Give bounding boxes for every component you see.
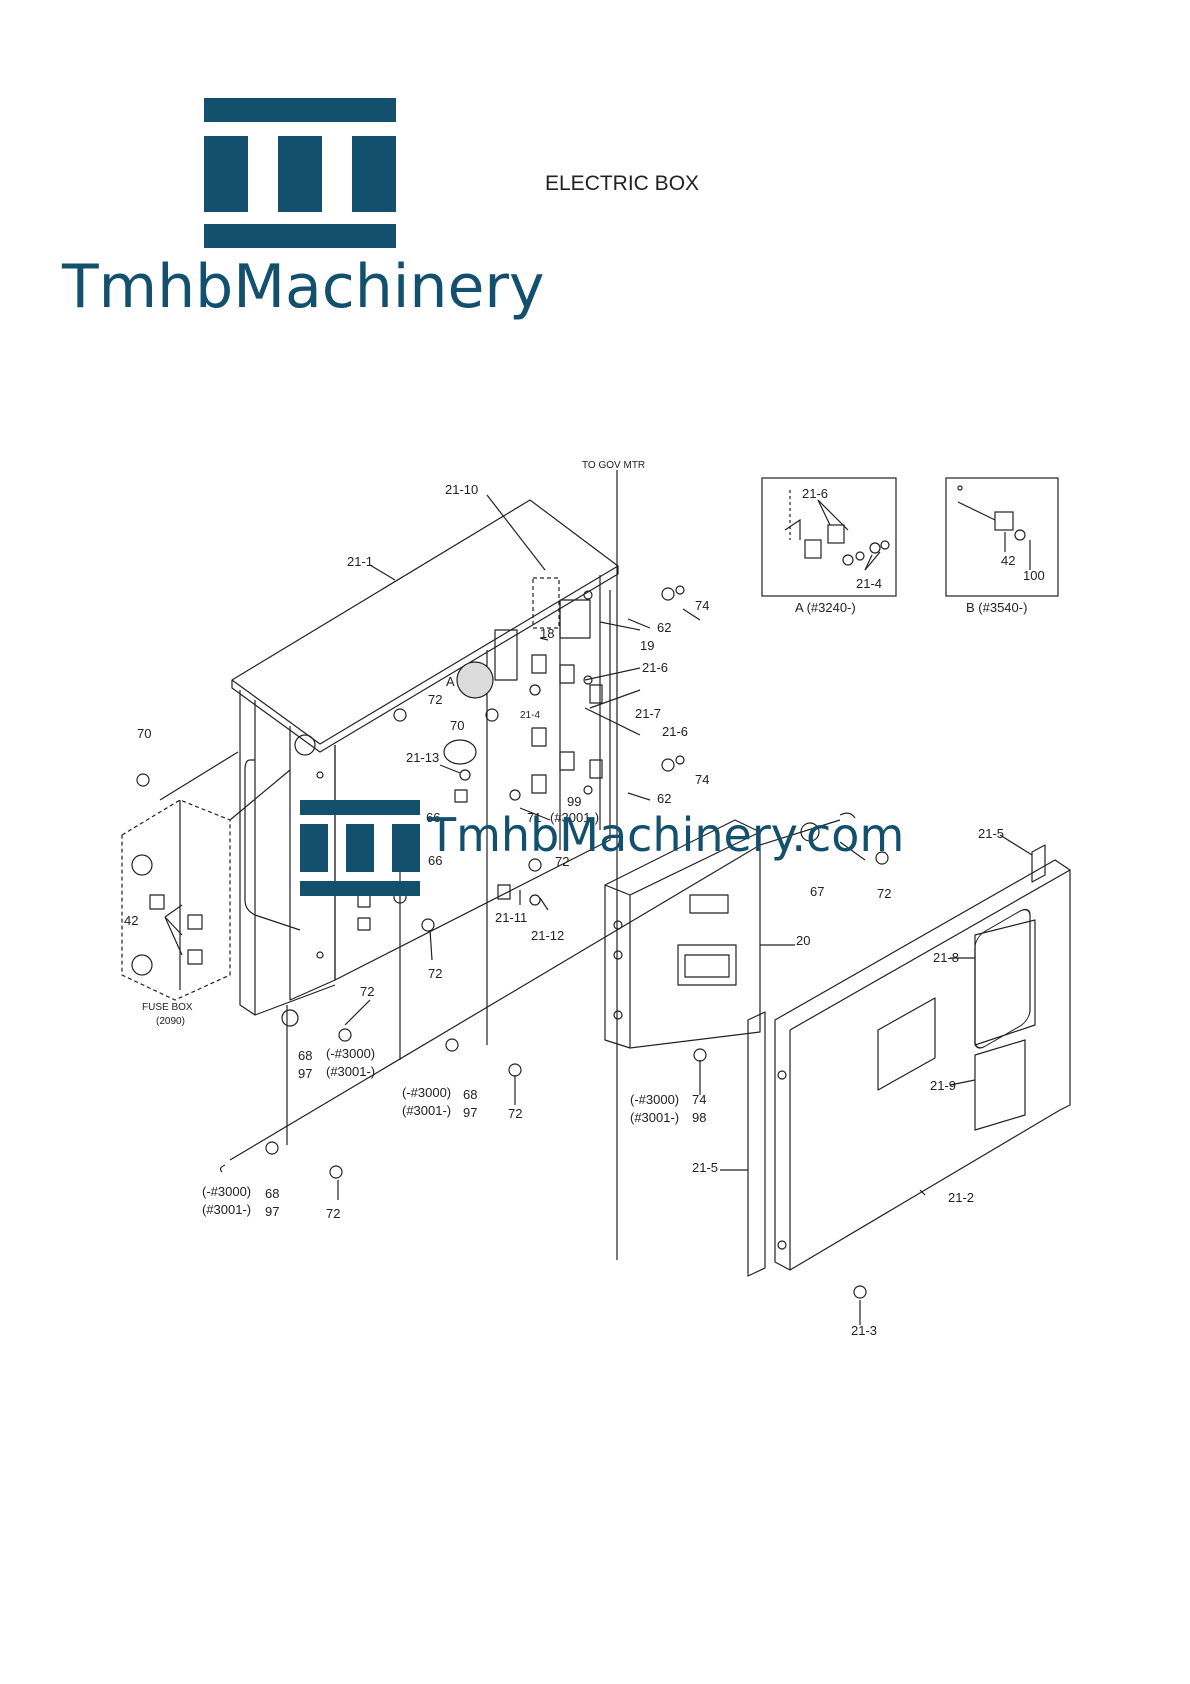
callout-98: 98 bbox=[692, 1110, 706, 1125]
callout-21-6-b: 21-6 bbox=[662, 724, 688, 739]
callout-3001: (#3001-) bbox=[550, 810, 599, 825]
callout-70-a: 70 bbox=[450, 718, 464, 733]
callout-21-8: 21-8 bbox=[933, 950, 959, 965]
callout-19: 19 bbox=[640, 638, 654, 653]
callout-72-d: 72 bbox=[360, 984, 374, 999]
callout-plus-3001-b: (#3001-) bbox=[402, 1103, 451, 1118]
inset-a-callout-21-6: 21-6 bbox=[802, 486, 828, 501]
watermark-text: TmhbMachinery.com bbox=[428, 808, 905, 862]
callout-62-a: 62 bbox=[657, 620, 671, 635]
callout-72-f: 72 bbox=[877, 886, 891, 901]
callout-21-9: 21-9 bbox=[930, 1078, 956, 1093]
callout-minus-3000-b: (-#3000) bbox=[402, 1085, 451, 1100]
callout-70-c: 70 bbox=[137, 726, 151, 741]
fuse-box-label: FUSE BOX bbox=[142, 1002, 193, 1013]
callout-66-a: 66 bbox=[426, 810, 440, 825]
callout-62-b: 62 bbox=[657, 791, 671, 806]
label-to-gov-mtr: TO GOV MTR bbox=[582, 460, 645, 471]
callout-74-a: 74 bbox=[695, 598, 709, 613]
page-title: ELECTRIC BOX bbox=[545, 172, 700, 195]
callout-21-12: 21-12 bbox=[531, 928, 564, 943]
callout-72-a: 72 bbox=[428, 692, 442, 707]
callout-68-a: 68 bbox=[298, 1048, 312, 1063]
callout-21-5-b: 21-5 bbox=[692, 1160, 718, 1175]
callout-97-c: 97 bbox=[265, 1204, 279, 1219]
inset-b-caption: B (#3540-) bbox=[966, 600, 1027, 615]
callout-21-13: 21-13 bbox=[406, 750, 439, 765]
callout-21-6-a: 21-6 bbox=[642, 660, 668, 675]
callout-21-11: 21-11 bbox=[495, 910, 527, 925]
callout-21-5-a: 21-5 bbox=[978, 826, 1004, 841]
callout-68-b: 68 bbox=[463, 1087, 477, 1102]
callout-21-7: 21-7 bbox=[635, 706, 661, 721]
callout-21-2: 21-2 bbox=[948, 1190, 974, 1205]
callout-72-g: 72 bbox=[326, 1206, 340, 1221]
callout-67: 67 bbox=[810, 884, 824, 899]
callout-68-c: 68 bbox=[265, 1186, 279, 1201]
callout-97-b: 97 bbox=[463, 1105, 477, 1120]
fuse-box-number: (2090) bbox=[156, 1016, 185, 1027]
inset-a-caption: A (#3240-) bbox=[795, 600, 856, 615]
callout-20: 20 bbox=[796, 933, 810, 948]
brand-name: TmhbMachinery bbox=[62, 252, 545, 322]
callout-21-1: 21-1 bbox=[347, 554, 373, 569]
callout-99: 99 bbox=[567, 794, 581, 809]
logo-mark bbox=[204, 98, 396, 248]
inset-b-callout-100: 100 bbox=[1023, 568, 1045, 583]
watermark-logo-mark bbox=[300, 800, 420, 896]
callout-21-10: 21-10 bbox=[445, 482, 478, 497]
callout-97-a: 97 bbox=[298, 1066, 312, 1081]
callout-72-c: 72 bbox=[428, 966, 442, 981]
callout-42-a: 42 bbox=[124, 913, 138, 928]
inset-a-callout-21-4: 21-4 bbox=[856, 576, 882, 591]
callout-71: 71 bbox=[527, 810, 541, 825]
callout-72-e: 72 bbox=[508, 1106, 522, 1121]
callout-21-4-a: 21-4 bbox=[520, 710, 540, 721]
callout-21-3: 21-3 bbox=[851, 1323, 877, 1338]
callout-A: A bbox=[446, 674, 455, 689]
callout-minus-3000-d: (-#3000) bbox=[202, 1184, 251, 1199]
callout-minus-3000-c: (-#3000) bbox=[630, 1092, 679, 1107]
inset-b-callout-42: 42 bbox=[1001, 553, 1015, 568]
callout-18: 18 bbox=[540, 626, 554, 641]
callout-74-b: 74 bbox=[695, 772, 709, 787]
callout-plus-3001-d: (#3001-) bbox=[202, 1202, 251, 1217]
callout-plus-3001-c: (#3001-) bbox=[630, 1110, 679, 1125]
callout-72-b: 72 bbox=[555, 854, 569, 869]
callout-66-b: 66 bbox=[428, 853, 442, 868]
callout-minus-3000-a: (-#3000) bbox=[326, 1046, 375, 1061]
callout-plus-3001-a: (#3001-) bbox=[326, 1064, 375, 1079]
callout-74-c: 74 bbox=[692, 1092, 706, 1107]
